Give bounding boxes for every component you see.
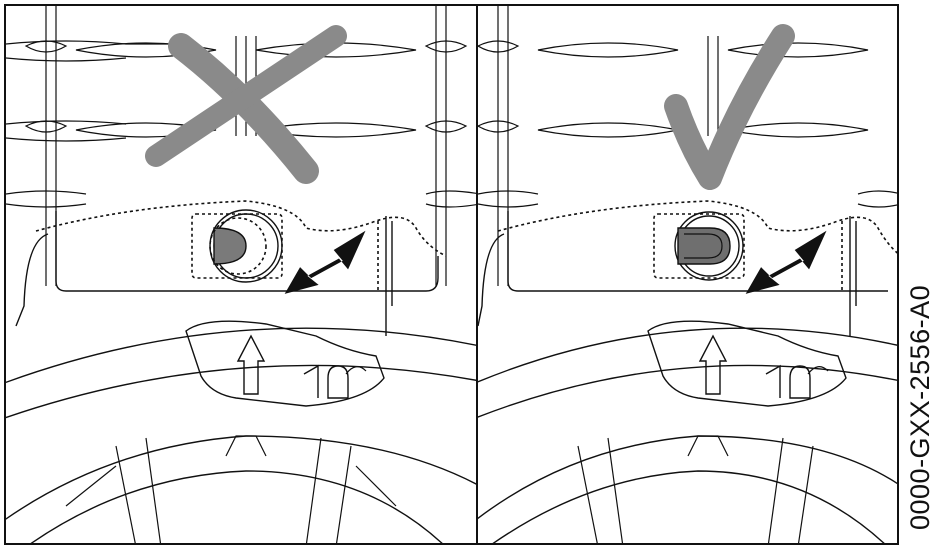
panel-correct-drawing	[478, 6, 897, 543]
push-arrow	[284, 230, 366, 294]
panel-incorrect-drawing	[6, 6, 476, 543]
release-badge	[185, 320, 385, 407]
figure-code: 0000-GXX-2556-A0	[905, 284, 935, 530]
push-arrow	[745, 230, 827, 294]
slider-knob	[191, 209, 283, 283]
checkmark-icon	[664, 24, 795, 190]
cross-icon	[145, 25, 347, 184]
panel-incorrect	[4, 4, 478, 545]
release-badge	[647, 320, 847, 407]
panel-correct	[476, 4, 899, 545]
wheel-arcs	[478, 327, 897, 543]
wheel-arcs	[6, 327, 476, 543]
slider-knob	[653, 211, 745, 281]
housing-outline	[15, 200, 447, 336]
housing-outline	[478, 200, 897, 336]
